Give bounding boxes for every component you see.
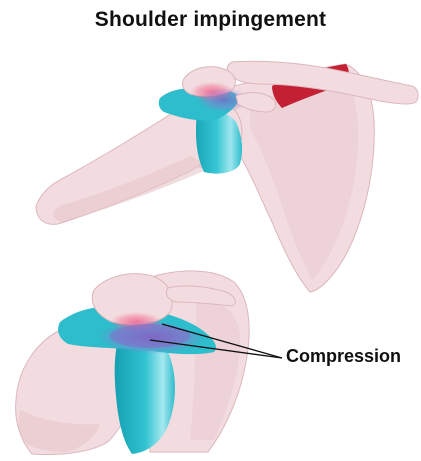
bottom-scapula-shadow: [190, 300, 240, 440]
compression-label: Compression: [286, 346, 401, 367]
bottom-shoulder-illustration: [16, 271, 282, 455]
top-shoulder-illustration: [36, 61, 418, 292]
